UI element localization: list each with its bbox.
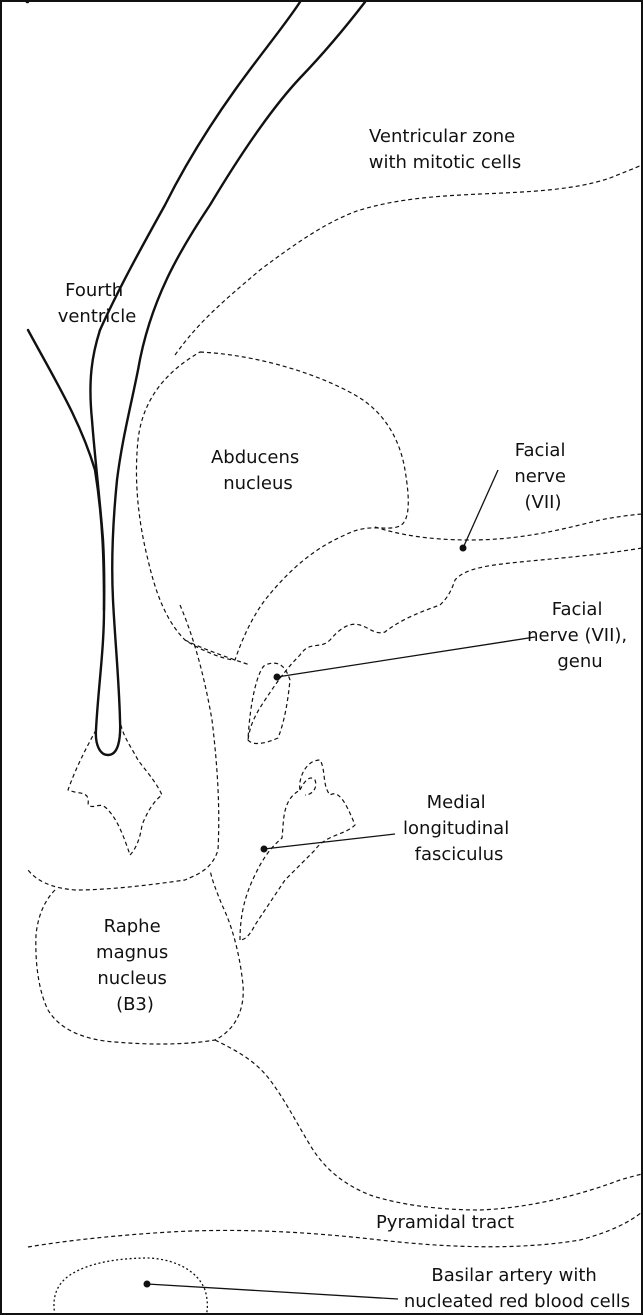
label-fourth-ventricle: Fourth ventricle	[58, 280, 137, 327]
pons-boundary	[215, 1040, 642, 1210]
ventricle-floor-tufts	[68, 720, 162, 855]
label-pyramidal-tract: Pyramidal tract	[376, 1212, 514, 1233]
pyramidal-tract-boundary	[28, 1212, 642, 1247]
facial-nerve-pointer-dot	[460, 545, 467, 552]
abducens-nucleus-outline	[136, 352, 408, 660]
mlf-leader	[264, 834, 395, 849]
label-ventricular-zone: Ventricular zone with mitotic cells	[369, 126, 522, 173]
label-facial-nerve: Facial nerve (VII)	[514, 440, 571, 513]
central-boundary-left	[28, 605, 219, 890]
ventricular-zone-boundary	[175, 165, 642, 355]
mlf-tuft-1	[300, 778, 316, 795]
label-abducens-nucleus: Abducens nucleus	[211, 447, 305, 494]
label-basilar-artery: Basilar artery with nucleated red blood …	[404, 1265, 630, 1312]
label-medial-longitudinal-fasciculus: Medial longitudinal fasciculus	[403, 792, 515, 865]
basilar-artery-leader	[147, 1284, 398, 1299]
basilar-artery-pointer-dot	[144, 1281, 151, 1288]
label-facial-nerve-genu: Facial nerve (VII), genu	[527, 599, 633, 672]
facial-nerve-genu-leader	[277, 637, 535, 677]
facial-nerve-genu-outline	[248, 663, 290, 743]
facial-nerve-genu-pointer-dot	[274, 674, 281, 681]
mlf-pointer-dot	[261, 846, 268, 853]
facial-nerve-leader	[463, 470, 498, 548]
label-raphe-magnus-nucleus: Raphe magnus nucleus (B3)	[96, 916, 174, 1015]
fourth-ventricle-left-wall	[90, 330, 104, 610]
facial-nerve-boundary-upper	[375, 514, 642, 540]
fourth-ventricle-outline	[28, 2, 365, 755]
medial-longitudinal-fasciculus-outline	[240, 760, 355, 940]
central-boundary-right	[185, 640, 250, 665]
